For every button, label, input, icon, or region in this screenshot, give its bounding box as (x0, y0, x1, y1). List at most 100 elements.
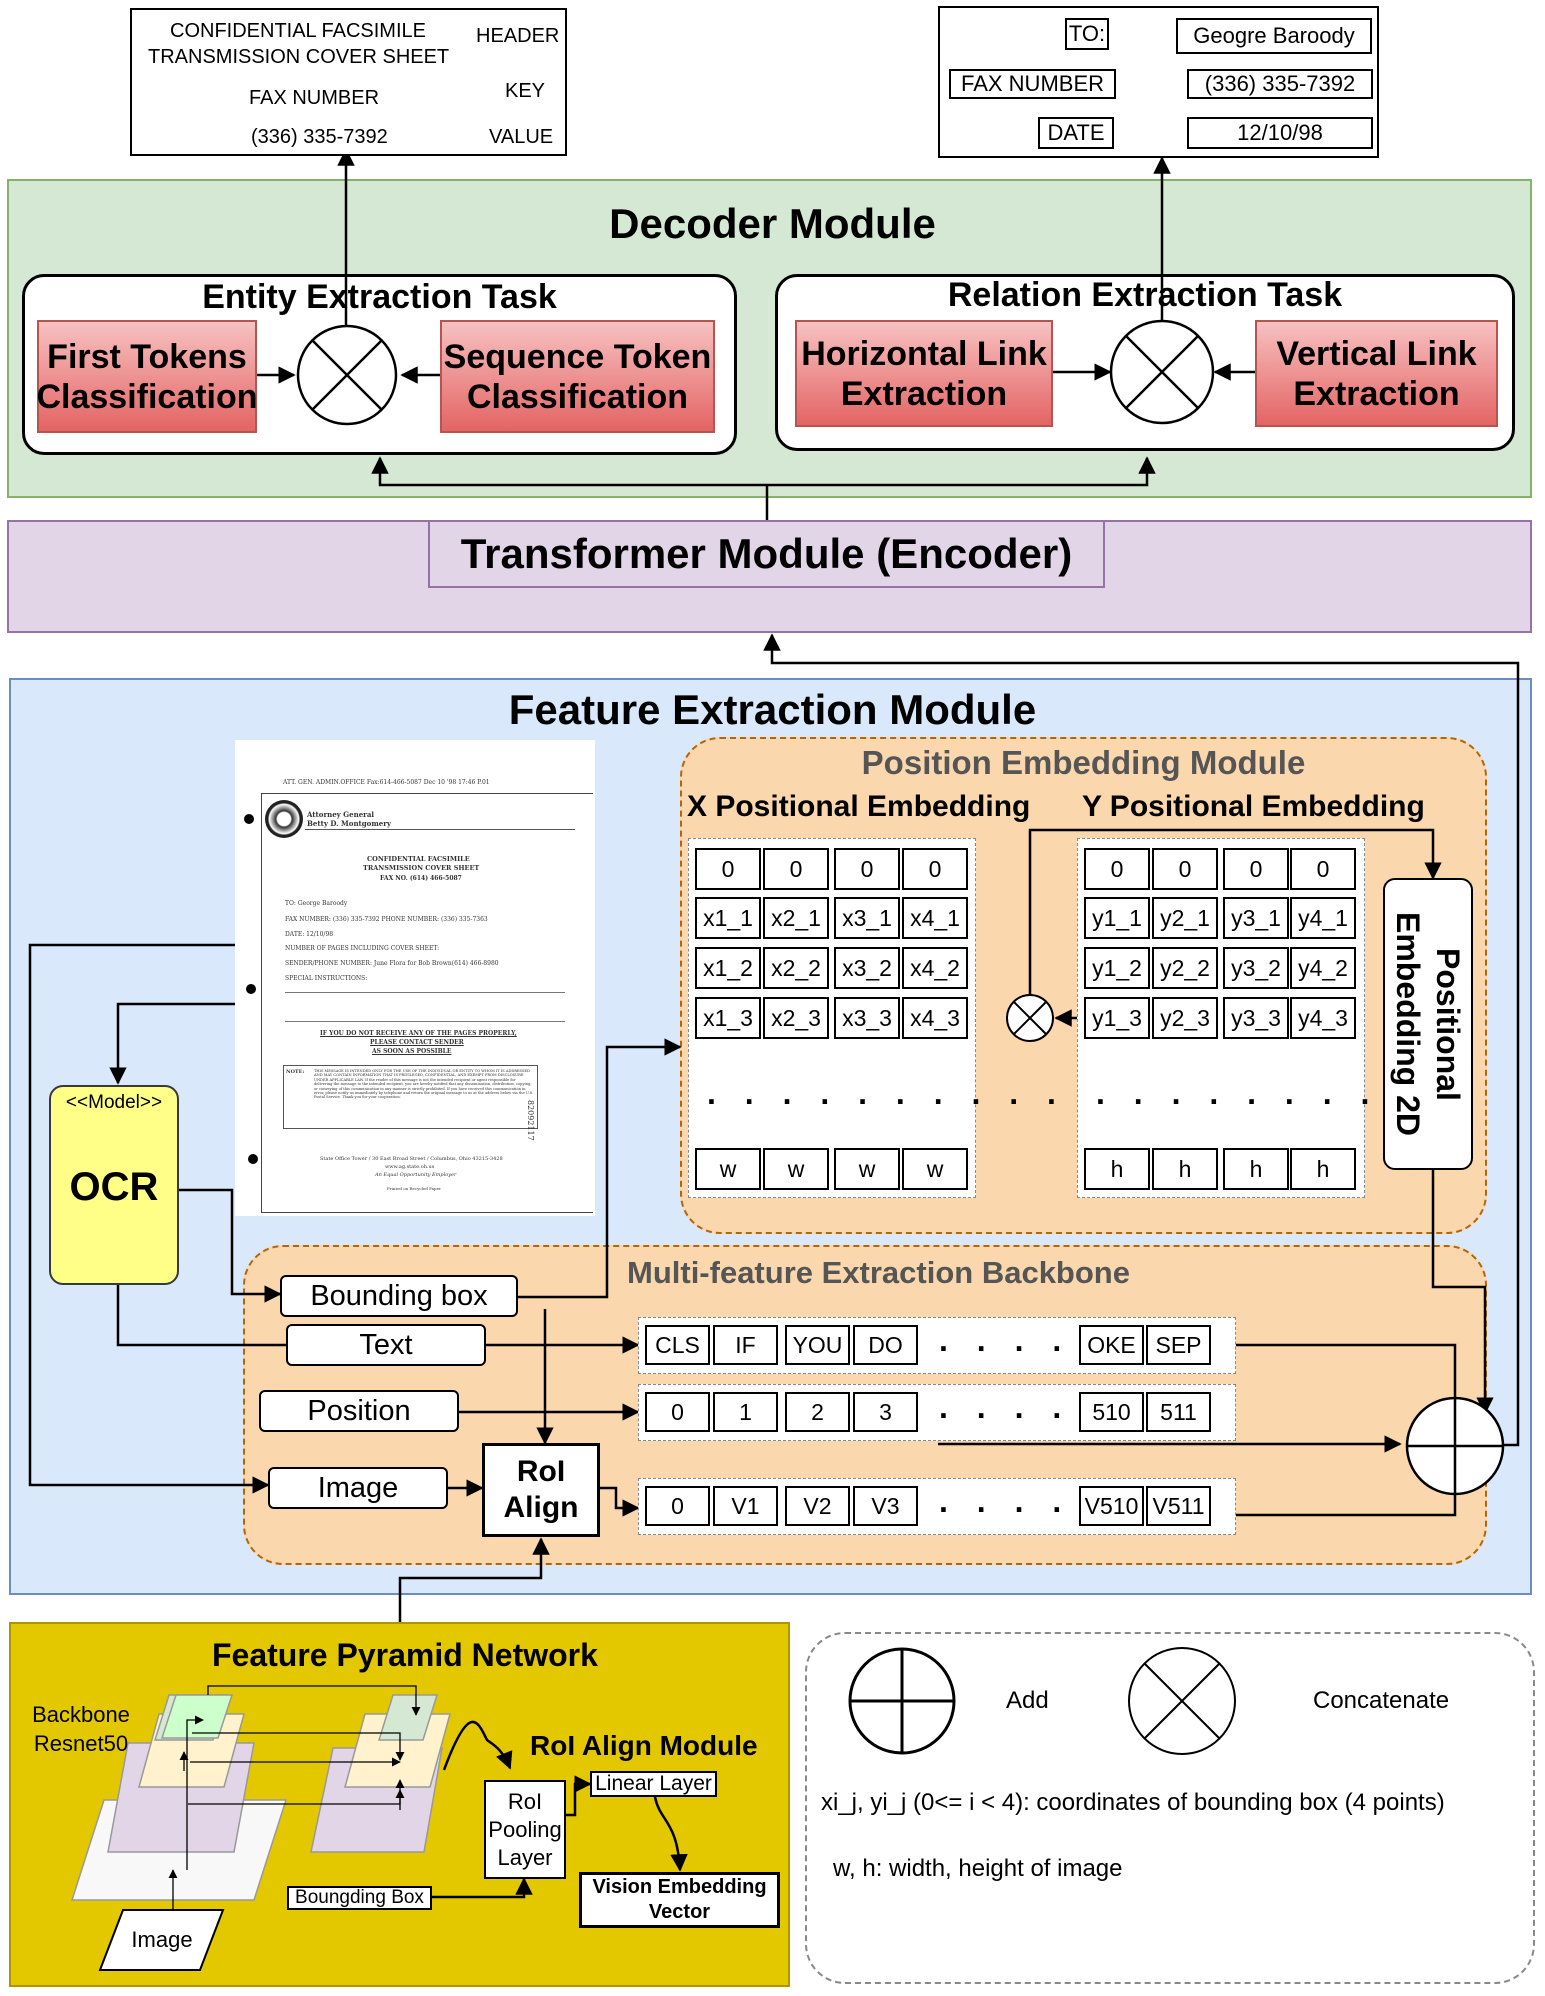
y-embedding-cell: 0 (1290, 848, 1356, 890)
encoder-to-entity-arrow (371, 456, 767, 487)
backbone-title: Multi-feature Extraction Backbone (627, 1255, 1130, 1290)
decoder-title: Decoder Module (609, 200, 936, 247)
y-embedding-cell: h (1223, 1148, 1289, 1190)
scan-t3: FAX NO. (614) 466-5087 (380, 875, 462, 882)
scan-footer4: Printed on Recycled Paper (387, 1186, 441, 1191)
x-embedding-cell: x2_2 (763, 947, 829, 989)
ocr-stereotype: <<Model>> (65, 1092, 163, 1113)
y-embedding-cell: h (1084, 1148, 1150, 1190)
scan-frame (261, 793, 593, 1213)
y-embedding-cell: y3_1 (1223, 897, 1289, 939)
x-embedding-cell: x3_3 (834, 997, 900, 1039)
relation-task-title: Relation Extraction Task (947, 276, 1343, 314)
x-embedding-cell: 0 (695, 848, 761, 890)
y-embedding-cell: y3_3 (1223, 997, 1289, 1039)
legend-concat-label: Concatenate (1313, 1687, 1450, 1714)
text-token: DO (853, 1325, 918, 1365)
y-embedding-cell: y1_1 (1084, 897, 1150, 939)
scan-org2: Betty D. Montgomery (307, 819, 391, 828)
scan-to: TO: George Baroody (285, 900, 348, 907)
punch-hole-icon (244, 814, 254, 824)
doc-key-tag: KEY (505, 80, 546, 102)
y-embedding-cell: h (1290, 1148, 1356, 1190)
x-embedding-cell: x2_1 (763, 897, 829, 939)
fpn-pyramid-left (70, 1694, 288, 1901)
position-token: 511 (1146, 1392, 1211, 1432)
vision-token: V510 (1079, 1486, 1144, 1526)
y-embedding-cell: y1_3 (1084, 997, 1150, 1039)
vertical-link-box: Vertical Link Extraction (1255, 320, 1498, 427)
scan-note-text: THIS MESSAGE IS INTENDED ONLY FOR THE US… (314, 1069, 534, 1100)
x-embedding-cell: w (763, 1148, 829, 1190)
doc-header-line1: CONFIDENTIAL FACSIMILE (170, 20, 426, 42)
fpn-pyramid-to-pooling-arrow (442, 1720, 513, 1771)
ocr-label: OCR (69, 1165, 159, 1209)
to-value: Geogre Baroody (1176, 18, 1372, 54)
fpn-roi-pooling-box: RoI Pooling Layer (484, 1780, 566, 1879)
x-embedding-cell: 0 (763, 848, 829, 890)
x-embedding-cell: w (902, 1148, 968, 1190)
scan-note-box: NOTE: THIS MESSAGE IS INTENDED ONLY FOR … (283, 1065, 538, 1129)
entity-concat-icon (296, 324, 398, 426)
scan-warn3: AS SOON AS POSSIBLE (372, 1048, 452, 1055)
x-embedding-cell: x1_3 (695, 997, 761, 1039)
roi-align-box: RoI Align (482, 1443, 600, 1537)
fpn-vision-vector-box: Vision Embedding Vector (579, 1872, 780, 1928)
y-embedding-cell: 0 (1152, 848, 1218, 890)
scan-warn1: IF YOU DO NOT RECEIVE ANY OF THE PAGES P… (320, 1030, 517, 1037)
scan-pages: NUMBER OF PAGES INCLUDING COVER SHEET: (285, 945, 440, 952)
scan-warn2: PLEASE CONTACT SENDER (370, 1039, 464, 1046)
fax-value: (336) 335-7392 (1187, 69, 1373, 99)
relation-concat-icon (1109, 319, 1215, 425)
position-input: Position (259, 1390, 459, 1432)
doc-fax-label: FAX NUMBER (249, 87, 380, 109)
fpn-internal-arrows (168, 1685, 421, 1940)
x-embedding-cell: w (695, 1148, 761, 1190)
image-input: Image (268, 1467, 448, 1509)
vision-token: V2 (785, 1486, 850, 1526)
scan-t2: TRANSMISSION COVER SHEET (363, 864, 480, 872)
y-embedding-cell: 0 (1084, 848, 1150, 890)
scan-org1: Attorney General (307, 810, 375, 819)
position-token: 1 (713, 1392, 778, 1432)
fpn-linear-to-vector-arrow (653, 1796, 688, 1872)
fpn-pyramid-right (310, 1694, 451, 1853)
fpn-backbone-label: Backbone Resnet50 (32, 1702, 130, 1756)
y-embedding-cell: y2_2 (1152, 947, 1218, 989)
legend-add-label: Add (1006, 1687, 1049, 1714)
position-embedding-title: Position Embedding Module (861, 744, 1306, 781)
doc-header-tag: HEADER (476, 25, 560, 47)
doc-to-image-arrow (28, 943, 270, 1494)
scan-footer1: State Office Tower / 30 East Broad Stree… (320, 1156, 503, 1162)
x-embedding-cell: x1_2 (695, 947, 761, 989)
y-embedding-cell: y4_1 (1290, 897, 1356, 939)
y-embedding-cell: y1_2 (1084, 947, 1150, 989)
ocr-model-box: <<Model>> OCR (49, 1085, 179, 1285)
pos2d-to-sum-arrow (1431, 1170, 1494, 1415)
fax-label: FAX NUMBER (949, 69, 1116, 99)
bbox-to-xembed-arrow (518, 1038, 682, 1299)
date-value: 12/10/98 (1187, 117, 1373, 149)
x-ellipsis: . . . . . . . . . . (707, 1075, 1066, 1111)
scan-sender: SENDER/PHONE NUMBER: June Flora for Bob … (285, 960, 499, 967)
scanned-document-image: ATT. GEN. ADMIN.OFFICE Fax:614-466-5087 … (235, 740, 595, 1216)
fpn-pooling-to-linear-arrow (566, 1775, 592, 1817)
positional-2d-label: Positional Embedding 2D (1390, 911, 1466, 1136)
y-embedding-cell: y2_1 (1152, 897, 1218, 939)
position-token: 510 (1079, 1392, 1144, 1432)
position-token: 3 (853, 1392, 918, 1432)
scan-lines (285, 992, 565, 1022)
ocr-to-bbox-arrow (177, 1188, 282, 1303)
vision-token: 0 (645, 1486, 710, 1526)
x-embedding-cell: x1_1 (695, 897, 761, 939)
scan-footer2: www.ag.state.oh.us (385, 1164, 435, 1170)
y-embedding-cell: y3_2 (1223, 947, 1289, 989)
legend-add-icon (848, 1647, 956, 1755)
fpn-to-roi-arrow (398, 1537, 550, 1622)
x-embedding-cell: x4_1 (902, 897, 968, 939)
scan-side-code: 82092117 (526, 1100, 535, 1141)
bounding-box-input: Bounding box (280, 1275, 518, 1317)
top-left-document: CONFIDENTIAL FACSIMILE TRANSMISSION COVE… (130, 8, 567, 156)
text-token: OKE (1079, 1325, 1144, 1365)
